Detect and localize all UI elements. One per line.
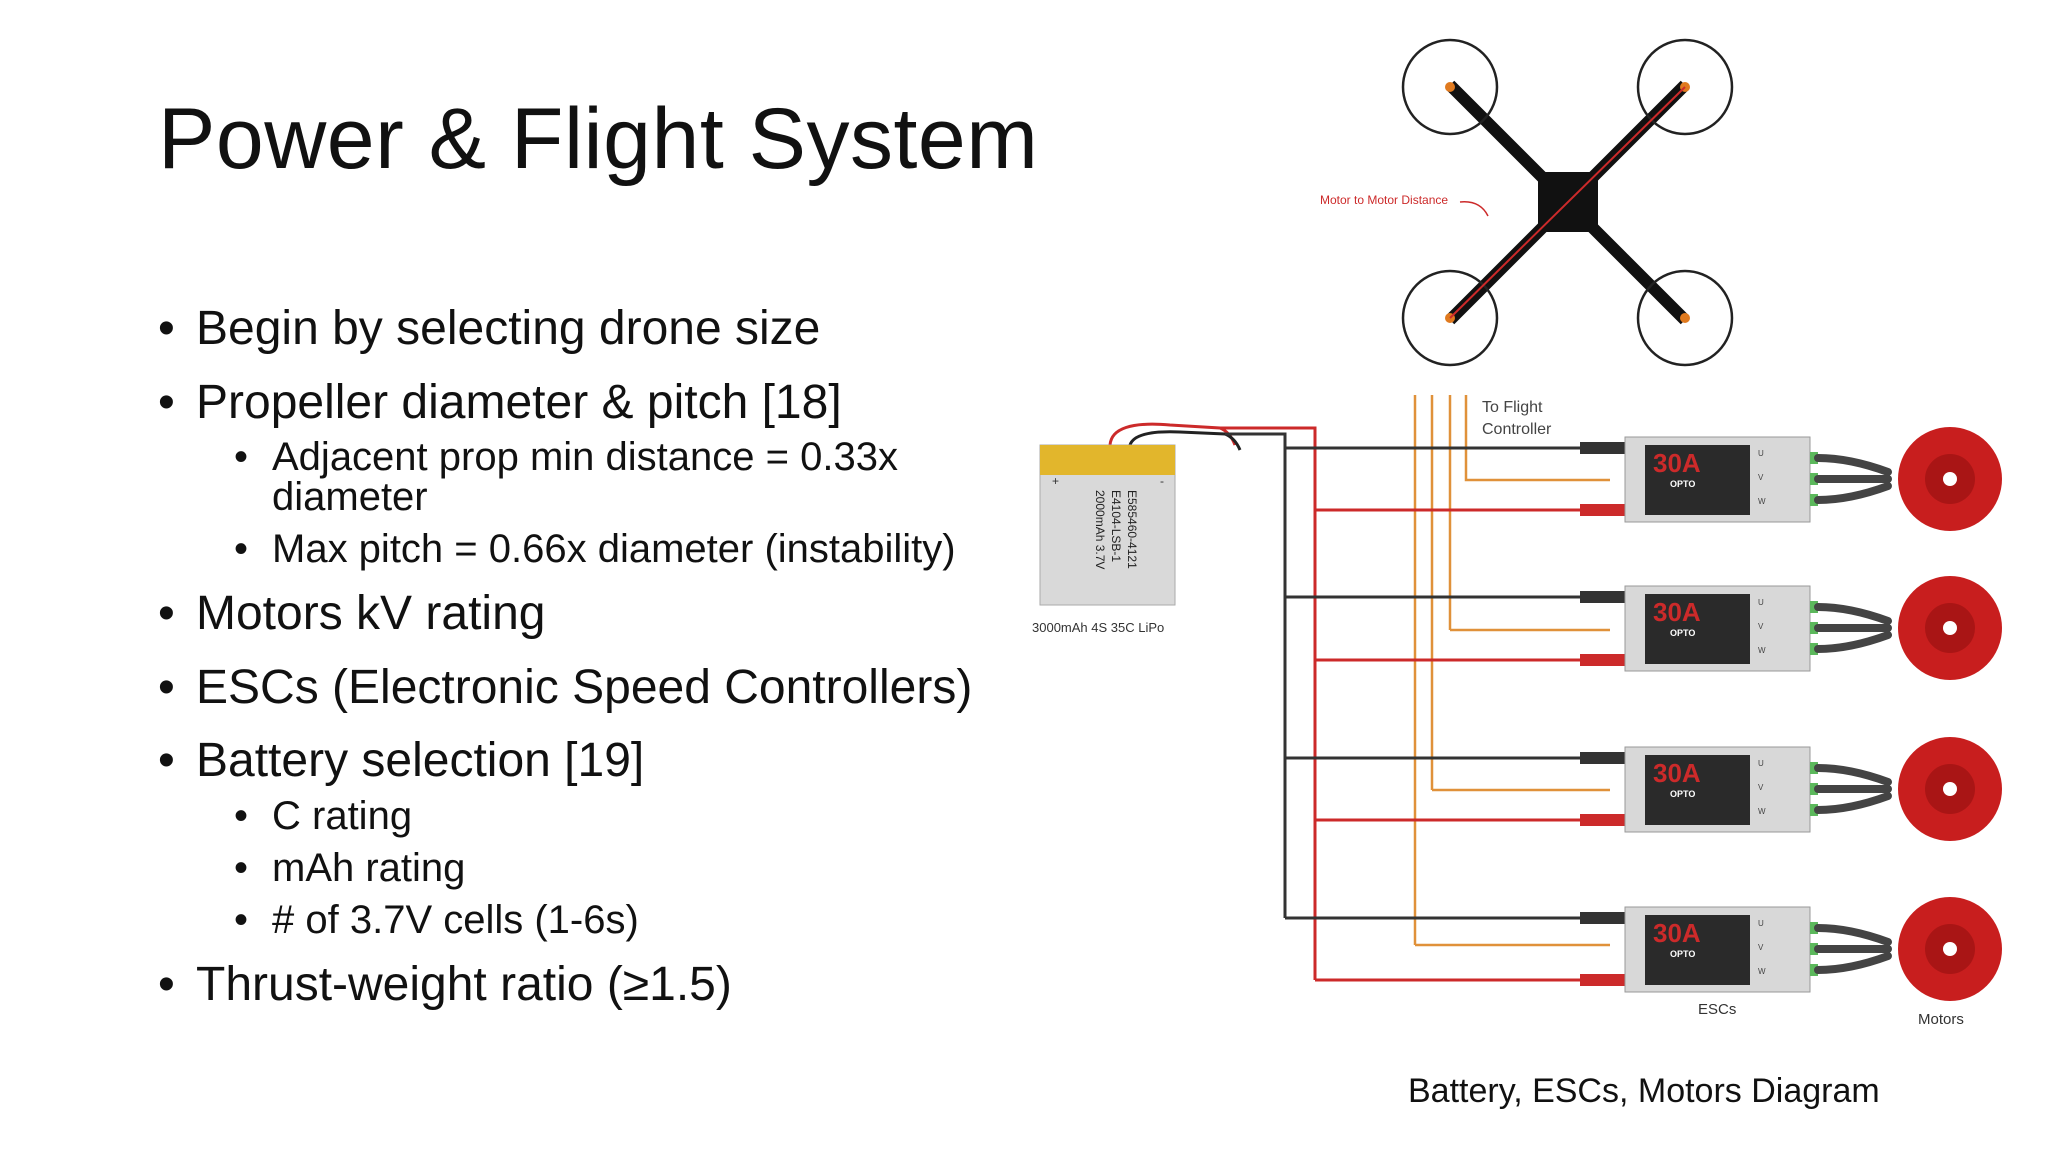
svg-text:W: W [1758, 967, 1766, 976]
propeller-circle [1636, 269, 1734, 367]
svg-text:2000mAh 3.7V: 2000mAh 3.7V [1093, 490, 1107, 569]
motor-distance-line [1449, 86, 1686, 319]
bullet-item: Begin by selecting drone size [158, 300, 1058, 358]
propeller-circle [1401, 269, 1499, 367]
esc-motor-row: 30A OPTO U V W [1285, 427, 2002, 531]
esc-motor-row: 30A OPTO U V W [1285, 897, 2002, 1001]
svg-text:U: U [1758, 598, 1764, 607]
battery-label: 3000mAh 4S 35C LiPo [1032, 620, 1164, 635]
esc-label-panel [1645, 594, 1750, 664]
esc-label-panel [1645, 445, 1750, 515]
sub-bullet-item: # of 3.7V cells (1-6s) [234, 900, 1058, 940]
esc-rating: 30A [1653, 448, 1701, 478]
diagram-caption: Battery, ESCs, Motors Diagram [1408, 1072, 1880, 1110]
bullet-item: Propeller diameter & pitch [18] Adjacent… [158, 374, 1058, 570]
sub-bullet-list: C rating mAh rating # of 3.7V cells (1-6… [234, 796, 1058, 940]
motor-dot [1445, 82, 1455, 92]
bullet-item: Thrust-weight ratio (≥1.5) [158, 956, 1058, 1014]
flight-controller-label: Controller [1482, 421, 1552, 438]
battery: + - E585460-4121 E4104-LSB-1 2000mAh 3.7… [1032, 422, 1242, 635]
svg-text:W: W [1758, 497, 1766, 506]
flight-controller-label: To Flight [1482, 399, 1543, 416]
sub-bullet-item: Max pitch = 0.66x diameter (instability) [234, 529, 1058, 569]
esc-brand: OPTO [1670, 479, 1695, 489]
svg-text:E4104-LSB-1: E4104-LSB-1 [1109, 490, 1123, 562]
esc-rating: 30A [1653, 758, 1701, 788]
sub-bullet-item: C rating [234, 796, 1058, 836]
esc-brand: OPTO [1670, 789, 1695, 799]
svg-text:U: U [1758, 759, 1764, 768]
svg-text:W: W [1758, 807, 1766, 816]
esc-brand: OPTO [1670, 949, 1695, 959]
svg-text:U: U [1758, 449, 1764, 458]
battery-lead-black [1128, 430, 1242, 451]
svg-text:U: U [1758, 919, 1764, 928]
svg-text:E585460-4121: E585460-4121 [1125, 490, 1139, 569]
esc-brand: OPTO [1670, 628, 1695, 638]
red-bus-wire [1220, 426, 1317, 980]
esc-motor-row: 30A OPTO U V W [1285, 737, 2002, 841]
esc-label: ESCs [1698, 1001, 1736, 1018]
black-bus-wire [1225, 432, 1287, 918]
esc-label-panel [1645, 915, 1750, 985]
svg-text:V: V [1758, 783, 1764, 792]
esc-motor-row: 30A OPTO U V W [1285, 576, 2002, 680]
propeller-circle [1401, 38, 1499, 136]
propeller-circle [1636, 38, 1734, 136]
battery-minus-label: - [1160, 474, 1164, 488]
svg-text:V: V [1758, 622, 1764, 631]
battery-print: E585460-4121 E4104-LSB-1 2000mAh 3.7V [1093, 490, 1139, 569]
motor-dot [1680, 313, 1690, 323]
bullet-list: Begin by selecting drone size Propeller … [158, 300, 1058, 1030]
bullet-item: ESCs (Electronic Speed Controllers) [158, 659, 1058, 717]
sub-bullet-item: mAh rating [234, 848, 1058, 888]
motors-label: Motors [1918, 1011, 1964, 1028]
bullet-item: Battery selection [19] C rating mAh rati… [158, 732, 1058, 940]
motor-distance-pointer [1459, 201, 1489, 217]
bullet-item: Motors kV rating [158, 585, 1058, 643]
sub-bullet-list: Adjacent prop min distance = 0.33x diame… [234, 437, 1058, 569]
battery-plus-label: + [1052, 474, 1059, 488]
slide-title: Power & Flight System [158, 91, 1039, 187]
svg-text:V: V [1758, 473, 1764, 482]
sub-bullet-item: Adjacent prop min distance = 0.33x diame… [234, 437, 1058, 517]
svg-text:V: V [1758, 943, 1764, 952]
battery-top-band [1040, 445, 1175, 475]
esc-label-panel [1645, 755, 1750, 825]
esc-rating: 30A [1653, 597, 1701, 627]
power-wiring: To Flight Controller [1220, 395, 1552, 980]
motor-distance-label: Motor to Motor Distance [1320, 193, 1448, 207]
quadcopter-frame: Motor to Motor Distance [1320, 38, 1734, 367]
svg-text:W: W [1758, 646, 1766, 655]
power-system-diagram: Motor to Motor Distance + - E585460-4121… [1032, 38, 2002, 1028]
esc-rating: 30A [1653, 918, 1701, 948]
